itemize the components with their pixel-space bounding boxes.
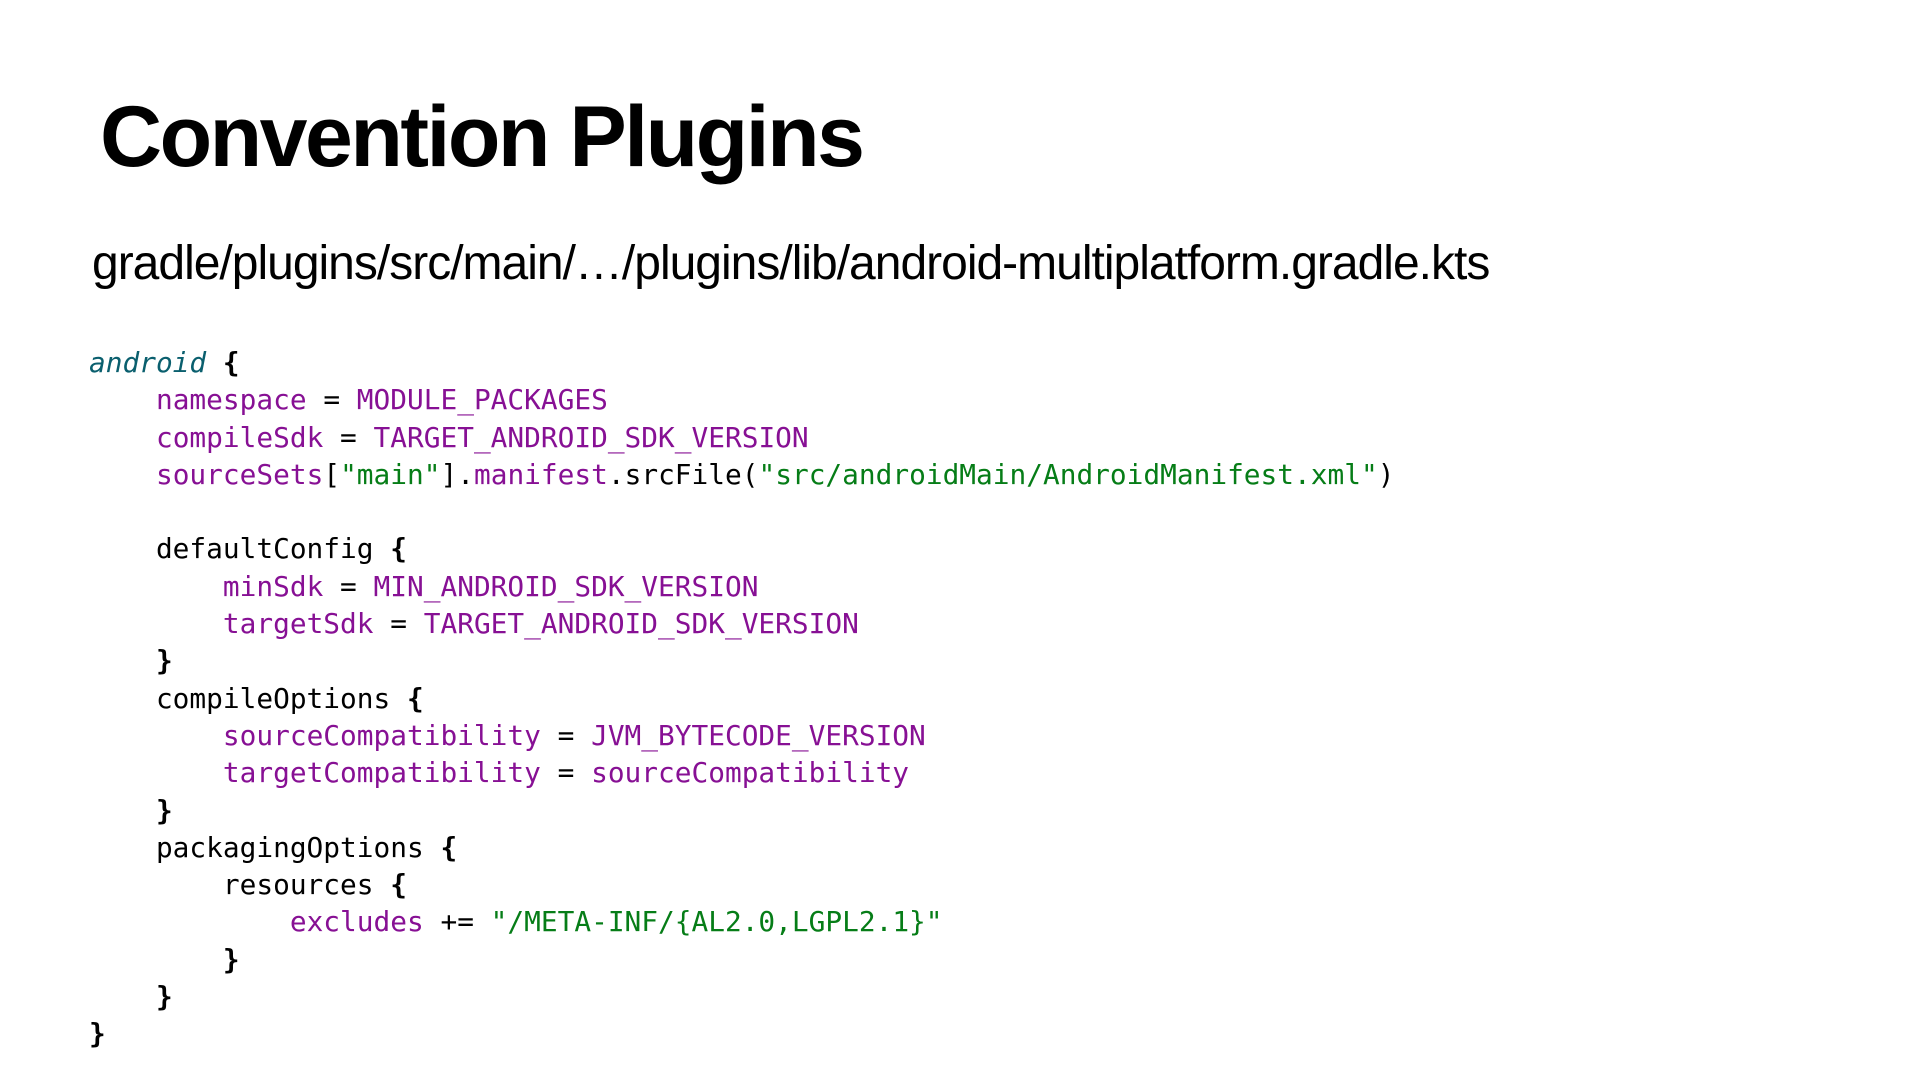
code-token xyxy=(89,421,156,454)
code-line: targetSdk = TARGET_ANDROID_SDK_VERSION xyxy=(89,605,1394,642)
code-token: += xyxy=(423,905,491,939)
code-token xyxy=(89,756,223,789)
code-token xyxy=(89,383,156,416)
code-token: sourceSets xyxy=(155,457,324,491)
code-line xyxy=(89,493,1394,530)
code-token xyxy=(89,570,223,603)
code-token: { xyxy=(440,830,458,864)
code-token: namespace xyxy=(155,383,307,417)
code-line: } xyxy=(89,1015,1394,1052)
code-token: targetCompatibility xyxy=(222,756,541,790)
code-token: { xyxy=(390,868,407,902)
code-token: ]. xyxy=(440,457,474,491)
code-line: } xyxy=(89,792,1394,829)
code-line: compileOptions { xyxy=(89,680,1394,717)
code-line: android { xyxy=(89,344,1394,381)
code-token: } xyxy=(155,644,173,678)
code-token: } xyxy=(155,980,173,1014)
code-line: packagingOptions { xyxy=(89,829,1394,866)
code-token: defaultConfig xyxy=(89,532,391,566)
code-line: } xyxy=(89,642,1394,679)
code-token: [ xyxy=(323,457,341,491)
code-token xyxy=(89,644,156,677)
code-block: android { namespace = MODULE_PACKAGES co… xyxy=(89,344,1394,1053)
code-token: = xyxy=(306,383,357,417)
code-token: = xyxy=(323,420,374,454)
code-line: resources { xyxy=(89,866,1394,903)
code-line: compileSdk = TARGET_ANDROID_SDK_VERSION xyxy=(89,419,1394,456)
code-token xyxy=(89,458,156,491)
code-token: TARGET_ANDROID_SDK_VERSION xyxy=(423,607,859,641)
code-token: } xyxy=(222,942,240,976)
code-line: } xyxy=(89,941,1394,978)
code-line: targetCompatibility = sourceCompatibilit… xyxy=(89,754,1394,791)
slide-title: Convention Plugins xyxy=(100,89,865,185)
code-token: compileOptions xyxy=(89,681,407,715)
code-token: MODULE_PACKAGES xyxy=(356,383,608,417)
code-line: sourceSets["main"].manifest.srcFile("src… xyxy=(89,456,1394,493)
code-token: = xyxy=(323,569,374,603)
code-token: "src/androidMain/AndroidManifest.xml" xyxy=(758,457,1378,491)
code-token: "main" xyxy=(340,457,441,491)
code-token xyxy=(89,905,290,938)
code-token: = xyxy=(373,607,424,641)
code-line: excludes += "/META-INF/{AL2.0,LGPL2.1}" xyxy=(89,903,1394,940)
code-token: } xyxy=(89,1017,106,1051)
code-token: excludes xyxy=(289,905,424,939)
code-token: android xyxy=(89,346,207,379)
code-token: { xyxy=(390,532,407,566)
code-token: minSdk xyxy=(222,569,324,603)
code-token: { xyxy=(406,681,424,715)
code-token: "/META-INF/{AL2.0,LGPL2.1}" xyxy=(490,905,943,939)
code-line: minSdk = MIN_ANDROID_SDK_VERSION xyxy=(89,568,1394,605)
code-token: packagingOptions xyxy=(89,830,441,864)
code-token: manifest xyxy=(473,457,608,491)
code-token: JVM_BYTECODE_VERSION xyxy=(591,718,926,752)
code-token xyxy=(206,346,223,379)
code-token xyxy=(89,943,223,976)
code-token xyxy=(89,794,156,827)
code-token: compileSdk xyxy=(155,420,324,454)
code-token xyxy=(89,719,223,752)
code-token: .srcFile( xyxy=(607,457,759,491)
code-token xyxy=(89,980,156,1013)
code-token: MIN_ANDROID_SDK_VERSION xyxy=(373,569,759,603)
code-token: sourceCompatibility xyxy=(222,718,541,752)
code-token: resources xyxy=(89,868,391,902)
code-line: } xyxy=(89,978,1394,1015)
code-token: = xyxy=(540,756,592,790)
code-token: = xyxy=(540,718,592,752)
code-token xyxy=(89,607,223,640)
code-line: defaultConfig { xyxy=(89,530,1394,567)
code-token: } xyxy=(155,793,173,827)
code-token: sourceCompatibility xyxy=(591,756,910,790)
code-line: sourceCompatibility = JVM_BYTECODE_VERSI… xyxy=(89,717,1394,754)
code-line: namespace = MODULE_PACKAGES xyxy=(89,381,1394,418)
code-token: ) xyxy=(1377,457,1395,491)
file-path: gradle/plugins/src/main/…/plugins/lib/an… xyxy=(92,237,1490,290)
code-token: targetSdk xyxy=(222,607,374,641)
code-token: { xyxy=(222,346,240,379)
code-token: TARGET_ANDROID_SDK_VERSION xyxy=(373,420,809,454)
